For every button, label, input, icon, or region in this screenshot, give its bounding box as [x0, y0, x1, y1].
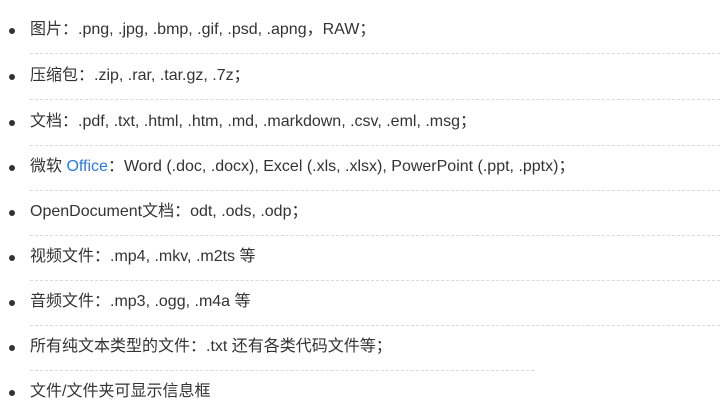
bullet-icon: [9, 120, 15, 126]
bullet-icon: [9, 345, 15, 351]
list-item-text: 文件/文件夹可显示信息框: [30, 383, 211, 400]
divider: [30, 325, 720, 326]
bullet-icon: [9, 165, 15, 171]
list-item-documents: 文档：.pdf, .txt, .html, .htm, .md, .markdo…: [0, 100, 720, 146]
list-item-video: 视频文件：.mp4, .mkv, .m2ts 等: [0, 236, 720, 281]
divider: [30, 145, 720, 146]
bullet-icon: [9, 210, 15, 216]
divider: [30, 280, 720, 281]
bullet-icon: [9, 390, 15, 396]
bullet-icon: [9, 28, 15, 34]
list-item-audio: 音频文件：.mp3, .ogg, .m4a 等: [0, 281, 720, 326]
list-item-text: 视频文件：.mp4, .mkv, .m2ts 等: [30, 248, 256, 265]
list-item-images: 图片：.png, .jpg, .bmp, .gif, .psd, .apng，R…: [0, 0, 720, 54]
list-item-text: OpenDocument文档：odt, .ods, .odp；: [30, 203, 308, 220]
divider: [30, 235, 720, 236]
list-item-info-box: 文件/文件夹可显示信息框: [0, 371, 720, 416]
list-item-archives: 压缩包：.zip, .rar, .tar.gz, .7z；: [0, 54, 720, 100]
list-item-text: 压缩包：.zip, .rar, .tar.gz, .7z；: [30, 67, 250, 84]
list-item-text: 微软 Office：Word (.doc, .docx), Excel (.xl…: [30, 157, 574, 177]
list-item-plaintext: 所有纯文本类型的文件：.txt 还有各类代码文件等；: [0, 326, 720, 371]
list-item-text: 文档：.pdf, .txt, .html, .htm, .md, .markdo…: [30, 113, 477, 130]
office-suffix: ：Word (.doc, .docx), Excel (.xls, .xlsx)…: [107, 158, 575, 175]
list-item-text: 图片：.png, .jpg, .bmp, .gif, .psd, .apng，R…: [30, 21, 376, 38]
office-prefix: 微软: [30, 158, 67, 175]
list-item-text: 音频文件：.mp3, .ogg, .m4a 等: [30, 293, 251, 310]
bullet-icon: [9, 255, 15, 261]
divider: [30, 190, 720, 191]
divider: [30, 99, 720, 100]
list-item-office: 微软 Office：Word (.doc, .docx), Excel (.xl…: [0, 146, 720, 191]
bullet-icon: [9, 74, 15, 80]
bullet-icon: [9, 300, 15, 306]
office-link[interactable]: Office: [66, 158, 108, 175]
list-item-text: 所有纯文本类型的文件：.txt 还有各类代码文件等；: [30, 338, 392, 355]
divider: [30, 53, 720, 54]
list-item-opendocument: OpenDocument文档：odt, .ods, .odp；: [0, 191, 720, 236]
divider: [30, 370, 534, 371]
